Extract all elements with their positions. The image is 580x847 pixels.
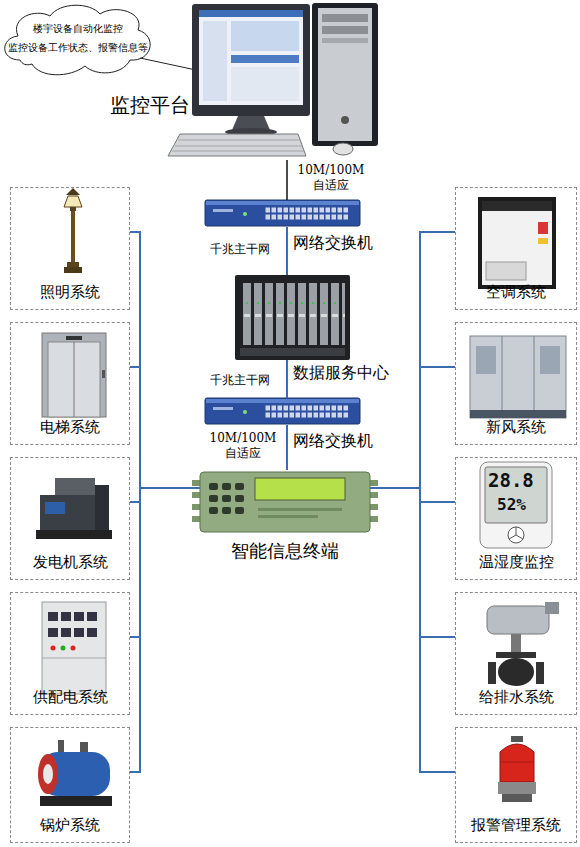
switchgear-illustration [42, 602, 106, 694]
callout-cloud: 楼宇设备自动化监控 监控设备工作状态、报警信息等 [0, 3, 155, 77]
connector-line [130, 232, 200, 488]
link-label: 10M/100M 自适应 [296, 163, 366, 193]
connector-line [286, 425, 288, 470]
air-handler-illustration [470, 336, 566, 418]
data-server: 数据服务中心 [235, 275, 350, 360]
subsystem-box: 空调系统 [455, 187, 577, 310]
link-label: 千兆主干网 [198, 242, 282, 257]
boiler-illustration [38, 740, 112, 806]
subsystem-box: 照明系统 [10, 187, 130, 310]
link-label: 10M/100M 自适应 [208, 431, 278, 461]
node-label: 空调系统 [456, 283, 576, 302]
node-label: 发电机系统 [11, 553, 129, 572]
node-label: 新风系统 [456, 418, 576, 437]
node-label: 监控平台 [110, 93, 205, 118]
switch-illustration [205, 398, 360, 424]
link-label: 千兆主干网 [198, 373, 282, 388]
connector-line [370, 488, 455, 637]
connector-line [370, 232, 455, 488]
display-reading: 52% [497, 495, 526, 514]
switch-illustration [205, 200, 360, 226]
air-conditioner-illustration [478, 197, 556, 289]
subsystem-box: 新风系统 [455, 322, 577, 445]
node-label: 智能信息终端 [215, 540, 355, 563]
node-label: 网络交换机 [293, 431, 403, 451]
monitor-platform: 监控平台 [185, 0, 385, 160]
lamp-illustration [64, 188, 82, 273]
network-switch: 网络交换机 [205, 398, 360, 425]
info-terminal: 智能信息终端 [200, 470, 370, 532]
node-label: 锅炉系统 [11, 816, 129, 835]
node-label: 温湿度监控 [456, 553, 576, 572]
connector-line [286, 227, 288, 275]
node-label: 供配电系统 [11, 688, 129, 707]
callout-cloud-shape [5, 5, 196, 75]
connector-line [370, 488, 455, 502]
valve-illustration [487, 602, 559, 686]
node-label: 网络交换机 [293, 233, 403, 253]
node-label: 数据服务中心 [293, 363, 413, 383]
elevator-illustration [42, 333, 106, 417]
subsystem-box: 给排水系统 [455, 592, 577, 715]
computer-illustration [168, 3, 378, 156]
connector-line [370, 488, 455, 772]
subsystem-box: 报警管理系统 [455, 727, 577, 843]
subsystem-box: 电梯系统 [10, 322, 130, 445]
subsystem-box: 发电机系统 [10, 457, 130, 580]
connector-line [286, 360, 288, 398]
display-reading: 28.8 [488, 469, 534, 491]
generator-illustration [36, 478, 112, 539]
node-label: 给排水系统 [456, 688, 576, 707]
node-label: 照明系统 [11, 283, 129, 302]
connector-line [130, 488, 200, 772]
server-illustration [235, 275, 350, 360]
connector-line [130, 367, 200, 488]
node-label: 电梯系统 [11, 418, 129, 437]
hygrometer-illustration [480, 462, 552, 548]
terminal-illustration [192, 472, 378, 532]
connector-line [370, 367, 455, 488]
connector-line [286, 160, 288, 200]
network-switch: 网络交换机 [205, 200, 360, 227]
subsystem-box: 锅炉系统 [10, 727, 130, 843]
node-label: 楼宇设备自动化监控 监控设备工作状态、报警信息等 [2, 19, 153, 57]
node-label: 报警管理系统 [456, 816, 576, 835]
subsystem-box: 供配电系统 [10, 592, 130, 715]
beacon-illustration [498, 736, 536, 802]
